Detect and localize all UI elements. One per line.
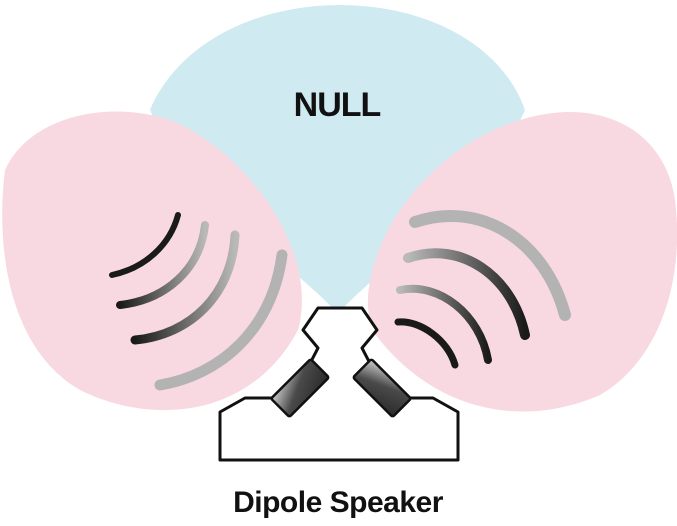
left-driver	[270, 358, 330, 418]
right-sound-lobe	[367, 112, 677, 412]
right-wave-2	[396, 284, 492, 364]
left-wave-3	[130, 230, 240, 345]
null-lobe	[150, 5, 525, 314]
left-driver-cone	[270, 358, 330, 418]
left-wave-1	[109, 212, 181, 278]
right-driver	[352, 358, 412, 418]
right-sound-waves	[394, 210, 571, 369]
speaker-cabinet	[218, 306, 460, 462]
left-sound-lobe	[2, 111, 302, 411]
right-wave-3	[403, 248, 530, 340]
left-wave-2	[116, 221, 209, 309]
left-wave-4	[154, 249, 288, 391]
null-label: NULL	[294, 86, 381, 124]
right-wave-4	[409, 210, 571, 321]
right-wave-1	[394, 318, 459, 369]
right-driver-cone	[352, 358, 412, 418]
left-sound-waves	[109, 212, 288, 391]
diagram-caption: Dipole Speaker	[233, 486, 444, 519]
